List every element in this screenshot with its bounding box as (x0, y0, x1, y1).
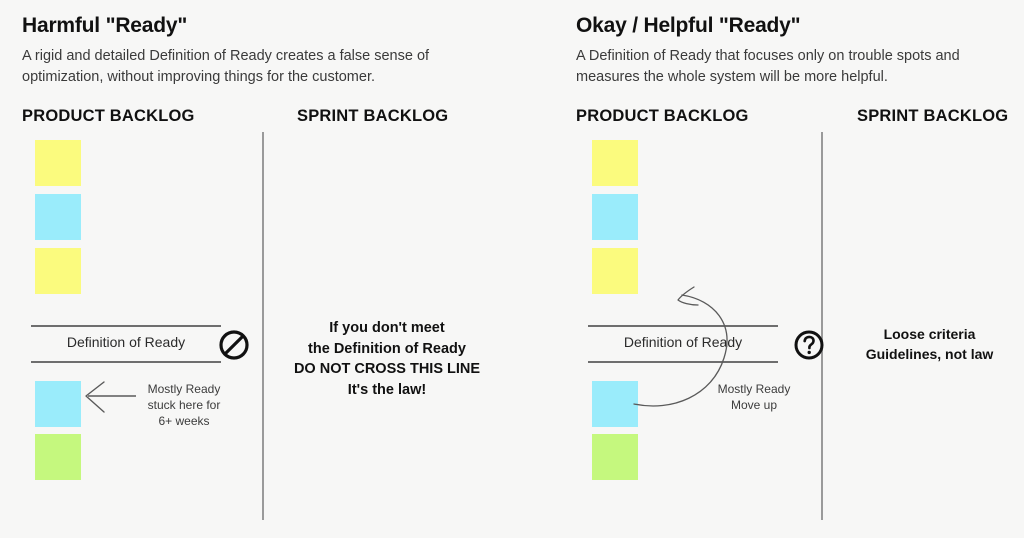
column-heading-product-backlog: PRODUCT BACKLOG (22, 107, 195, 125)
sticky-note-yellow-2 (35, 248, 81, 294)
column-heading-sprint-backlog: SPRINT BACKLOG (857, 107, 1009, 125)
sticky-note-blue-2 (592, 381, 638, 427)
definition-of-ready-rule-bottom (588, 361, 778, 363)
definition-of-ready-label: Definition of Ready (623, 334, 743, 350)
definition-of-ready-rule-bottom (31, 361, 221, 363)
sticky-note-blue-2 (35, 381, 81, 427)
panel-subtitle: A rigid and detailed Definition of Ready… (22, 48, 430, 86)
sticky-note-green-1 (35, 434, 81, 480)
panel-title: Harmful "Ready" (22, 14, 188, 37)
sticky-note-yellow-2 (592, 248, 638, 294)
sprint-backlog-copy: Loose criteria Guidelines, not law (865, 326, 994, 362)
column-heading-sprint-backlog: SPRINT BACKLOG (297, 107, 449, 125)
definition-of-ready-label: Definition of Ready (66, 334, 186, 350)
sticky-note-green-1 (592, 434, 638, 480)
sticky-note-blue-1 (35, 194, 81, 240)
column-divider (262, 132, 264, 520)
column-heading-product-backlog: PRODUCT BACKLOG (576, 107, 749, 125)
sprint-backlog-copy: If you don't meet the Definition of Read… (293, 320, 481, 398)
panel-okay-helpful-ready: Okay / Helpful "Ready" A Definition of R… (512, 0, 1024, 538)
column-divider (821, 132, 823, 520)
definition-of-ready-band: Definition of Ready (588, 325, 778, 363)
annotation-mostly-ready: Mostly Ready Move up (717, 382, 791, 412)
definition-of-ready-band: Definition of Ready (31, 325, 221, 363)
prohibition-icon (218, 329, 250, 361)
definition-of-ready-rule-top (31, 325, 221, 327)
panel-harmful-ready: Harmful "Ready" A rigid and detailed Def… (22, 14, 481, 520)
sticky-note-blue-1 (592, 194, 638, 240)
definition-of-ready-rule-top (588, 325, 778, 327)
panel-subtitle: A Definition of Ready that focuses only … (576, 48, 960, 86)
annotation-mostly-ready: Mostly Ready stuck here for 6+ weeks (147, 382, 221, 428)
straight-left-arrow (82, 372, 138, 420)
panel-title: Okay / Helpful "Ready" (576, 14, 801, 37)
sticky-note-yellow-1 (35, 140, 81, 186)
question-mark-circle-icon (793, 329, 825, 361)
sticky-note-yellow-1 (592, 140, 638, 186)
